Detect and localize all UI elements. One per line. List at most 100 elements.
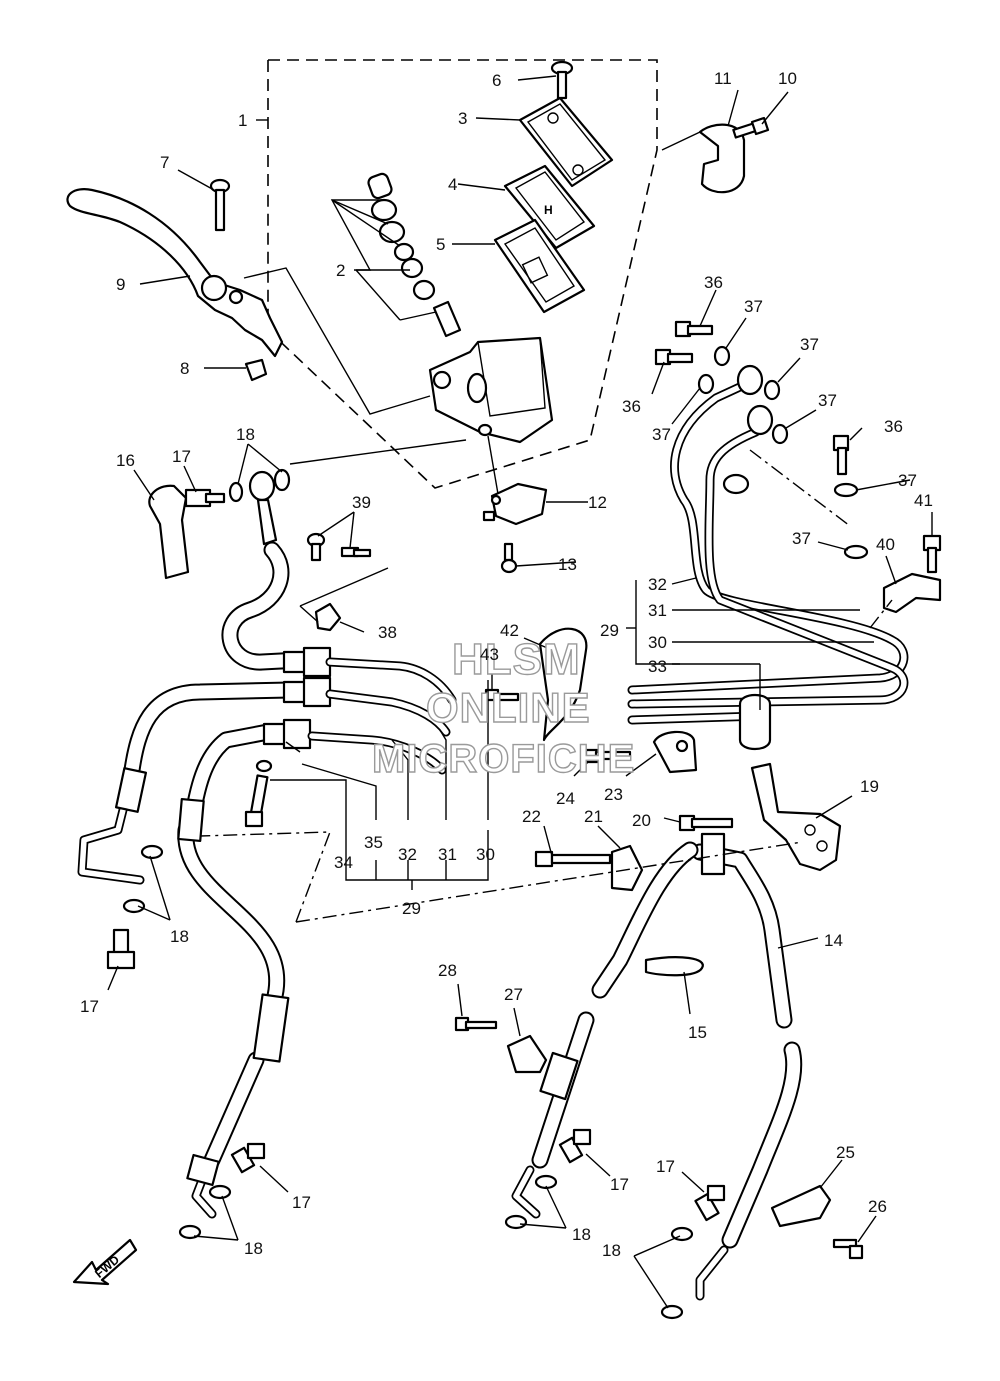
holder-bolt[interactable] [732, 116, 770, 139]
callout-c8: 8 [180, 359, 189, 378]
callout-c43: 43 [480, 645, 499, 664]
bolt-22[interactable] [534, 850, 612, 868]
reservoir-cap[interactable] [518, 96, 614, 188]
bracket-19[interactable] [750, 762, 842, 872]
callout-c39: 39 [352, 493, 371, 512]
callout-c1: 1 [238, 111, 247, 130]
callout-c11: 11 [714, 69, 732, 88]
washers-37[interactable] [697, 345, 869, 560]
brake-hose-right[interactable] [591, 832, 793, 1029]
brake-hose-upper-left[interactable] [221, 541, 309, 671]
piston-kit[interactable] [367, 172, 462, 338]
washers-lower[interactable] [122, 759, 694, 1320]
bolt-26[interactable] [832, 1238, 864, 1260]
callout-c28: 28 [438, 961, 457, 980]
hose-union[interactable] [148, 484, 190, 580]
callout-c37d: 37 [652, 425, 671, 444]
brake-lever[interactable] [66, 188, 284, 358]
watermark-line2: ONLINE [426, 684, 591, 731]
callout-c35: 35 [364, 833, 383, 852]
callout-c40: 40 [876, 535, 895, 554]
hose-clamp-15[interactable] [644, 956, 704, 977]
banjo-fittings-right[interactable] [722, 364, 774, 495]
bracket-23[interactable] [652, 730, 698, 774]
leader-lines [107, 75, 933, 1309]
callout-c12: 12 [588, 493, 607, 512]
callout-c38: 38 [378, 623, 397, 642]
callout-c17b: 17 [80, 997, 99, 1016]
callout-c37b: 37 [800, 335, 819, 354]
callout-c36a: 36 [704, 273, 723, 292]
callout-c17e: 17 [656, 1157, 675, 1176]
callout-c19: 19 [860, 777, 879, 796]
callout-c10: 10 [778, 69, 797, 88]
clamp-42[interactable] [538, 627, 588, 742]
watermark: HLSM ONLINE MICROFICHE [371, 634, 635, 781]
banjo-fitting-upper[interactable] [248, 470, 278, 546]
brake-light-switch[interactable] [482, 482, 548, 526]
callout-c29a: 29 [600, 621, 619, 640]
pipe-clamp-center[interactable] [738, 693, 772, 751]
master-cylinder-holder[interactable] [698, 123, 746, 194]
callout-c37c: 37 [818, 391, 837, 410]
callout-c21: 21 [584, 807, 603, 826]
washer-upper-b[interactable] [273, 468, 291, 492]
callout-c18e: 18 [602, 1241, 621, 1260]
bolt-28[interactable] [454, 1016, 498, 1032]
cap-plate-mark: H [544, 203, 553, 217]
bolt-41[interactable] [922, 534, 942, 574]
hose-guide-27[interactable] [506, 1034, 548, 1074]
callout-c36c: 36 [884, 417, 903, 436]
lever-pivot-screw[interactable] [209, 178, 231, 232]
callout-c26: 26 [868, 1197, 887, 1216]
diaphragm[interactable] [493, 218, 586, 314]
pipe-joint-40[interactable] [882, 572, 942, 614]
callout-c14: 14 [824, 931, 843, 950]
banjo-bolts-lower[interactable] [106, 928, 726, 1222]
brake-hose-left-outer[interactable] [77, 681, 299, 885]
washer-upper-a[interactable] [228, 481, 244, 503]
switch-screw[interactable] [500, 542, 518, 574]
callout-c9: 9 [116, 275, 125, 294]
callout-c42: 42 [500, 621, 519, 640]
watermark-line1: HLSM [452, 635, 581, 684]
lever-nut[interactable] [244, 358, 268, 382]
callout-c17d: 17 [610, 1175, 629, 1194]
brake-hose-lower-middle[interactable] [511, 1011, 595, 1219]
callout-c41: 41 [914, 491, 933, 510]
callout-c30b: 30 [476, 845, 495, 864]
callout-c37a: 37 [744, 297, 763, 316]
callout-c30a: 30 [648, 633, 667, 652]
brake-pipes-right[interactable] [627, 381, 909, 725]
callout-c17c: 17 [292, 1193, 311, 1212]
callout-c17a: 17 [172, 447, 191, 466]
callout-c18d: 18 [572, 1225, 591, 1244]
fwd-arrow-icon: FWD [72, 1238, 138, 1286]
callout-c20: 20 [632, 811, 651, 830]
union-bolt-upper[interactable] [184, 488, 226, 508]
callout-c25: 25 [836, 1143, 855, 1162]
callout-c23: 23 [604, 785, 623, 804]
callout-c5: 5 [436, 235, 445, 254]
callout-c37e: 37 [898, 471, 917, 490]
callout-c32b: 32 [398, 845, 417, 864]
bolt-24[interactable] [584, 748, 632, 764]
holder-21[interactable] [610, 844, 644, 892]
master-cylinder-body[interactable] [428, 336, 554, 444]
union-bolts-36[interactable] [654, 320, 850, 476]
hose-guide-25[interactable] [770, 1184, 832, 1228]
screws-39[interactable] [306, 532, 372, 562]
callout-c31b: 31 [438, 845, 457, 864]
callout-c18a: 18 [236, 425, 255, 444]
callout-c27: 27 [504, 985, 523, 1004]
callout-c15: 15 [688, 1023, 707, 1042]
reservoir-screw[interactable] [550, 60, 574, 100]
callout-c4: 4 [448, 175, 457, 194]
watermark-line3: MICROFICHE [372, 737, 635, 781]
clip-38[interactable] [314, 602, 342, 632]
brake-hose-lower-right[interactable] [695, 1041, 803, 1301]
brake-pipes-center[interactable] [307, 657, 457, 775]
bolt-34[interactable] [244, 774, 269, 828]
bolt-20[interactable] [678, 814, 734, 832]
